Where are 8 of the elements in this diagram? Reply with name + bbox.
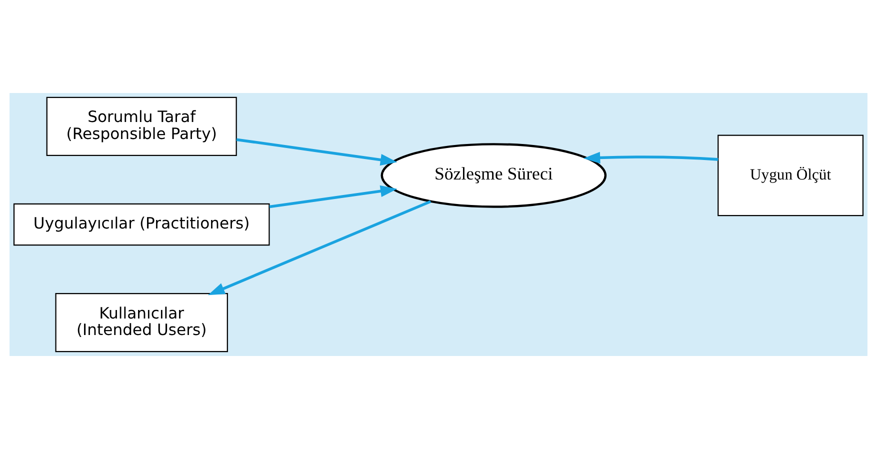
arrow — [236, 138, 398, 166]
node-box: Sorumlu Taraf (Responsible Party) — [46, 96, 237, 156]
arrow — [269, 185, 398, 208]
arrow — [208, 200, 432, 296]
node-box: Kullanıcılar (Intended Users) — [55, 293, 228, 352]
node-box: Uygulayıcılar (Practitioners) — [13, 203, 270, 246]
arrow — [583, 152, 718, 164]
node-box: Uygun Ölçüt — [718, 134, 864, 216]
